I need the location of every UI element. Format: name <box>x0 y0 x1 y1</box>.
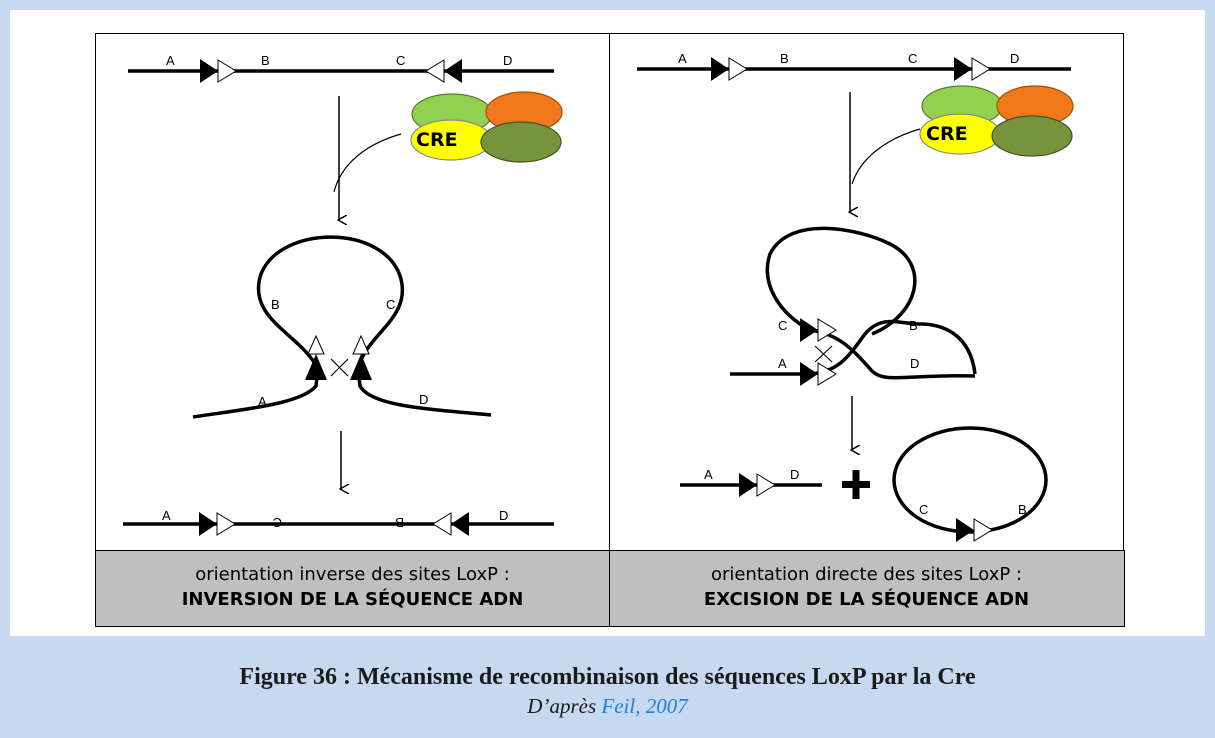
loxp-site-reverse <box>425 59 462 83</box>
figure-title: Figure 36 : Mécanisme de recombinaison d… <box>239 664 976 690</box>
cre-binding-curve <box>851 128 921 185</box>
product-label-d: D <box>790 467 799 482</box>
caption-line-2: EXCISION DE LA SÉQUENCE ADN <box>703 589 1030 610</box>
label-b: B <box>780 51 789 66</box>
result-label-d: D <box>499 508 508 523</box>
recombination-cross <box>330 358 349 377</box>
label-c: C <box>908 51 917 66</box>
inversion-panel: A B C D CRE B <box>94 33 611 627</box>
source-reference-link[interactable]: Feil, 2007 <box>601 694 688 718</box>
inverted-dna-strand: A C B D <box>123 508 554 536</box>
loop-label-d: D <box>419 392 428 407</box>
figure-source: D’après Feil, 2007 <box>0 694 1215 719</box>
result-label-b: B <box>395 515 404 530</box>
label-b: B <box>261 53 270 68</box>
initial-dna-strand: A B C D <box>128 53 554 83</box>
loop-label-b: B <box>271 297 280 312</box>
cre-label: CRE <box>926 123 968 145</box>
inversion-loop: B C A D <box>192 235 492 419</box>
loop-label-c: C <box>778 318 787 333</box>
loxp-site-loop-bottom <box>800 362 837 386</box>
initial-dna-strand: A B C D <box>637 51 1071 81</box>
excision-caption: orientation directe des sites LoxP : EXC… <box>608 549 1125 627</box>
label-c: C <box>396 53 405 68</box>
caption-line-2: INVERSION DE LA SÉQUENCE ADN <box>181 589 524 610</box>
loop-label-d: D <box>910 356 919 371</box>
excision-product-circular: C B <box>892 426 1048 542</box>
plus-sign <box>842 470 870 499</box>
loop-label-b: B <box>909 318 918 333</box>
cre-recombinase: CRE <box>410 91 563 163</box>
result-label-c: C <box>273 515 282 530</box>
excision-diagram: A B C D CRE <box>637 51 1074 542</box>
circle-label-b: B <box>1018 502 1027 517</box>
caption-line-1: orientation directe des sites LoxP : <box>710 564 1023 585</box>
excision-product-linear: A D <box>680 467 822 497</box>
inversion-diagram: A B C D CRE B <box>123 53 563 536</box>
loxp-site-forward <box>200 59 237 83</box>
loxp-site-loop-top <box>800 318 837 342</box>
loxp-site-loop-left <box>305 334 327 380</box>
result-label-a: A <box>162 508 171 523</box>
loop-label-a: A <box>258 394 267 409</box>
excision-loop: C B A D <box>730 226 977 386</box>
loop-label-a: A <box>778 356 787 371</box>
label-a: A <box>678 51 687 66</box>
label-a: A <box>166 53 175 68</box>
recombination-cross <box>814 345 833 363</box>
loop-label-c: C <box>386 297 395 312</box>
excision-panel: A B C D CRE <box>608 33 1125 627</box>
label-d: D <box>1010 51 1019 66</box>
caption-line-1: orientation inverse des sites LoxP : <box>195 564 510 585</box>
cre-recombinase: CRE <box>919 85 1074 157</box>
circle-label-c: C <box>919 502 928 517</box>
cre-binding-curve <box>333 133 402 193</box>
loxp-site-loop-right <box>350 334 372 380</box>
inversion-caption: orientation inverse des sites LoxP : INV… <box>94 549 611 627</box>
label-d: D <box>503 53 512 68</box>
product-label-a: A <box>704 467 713 482</box>
source-prefix: D’après <box>527 694 602 718</box>
cre-label: CRE <box>416 129 458 151</box>
